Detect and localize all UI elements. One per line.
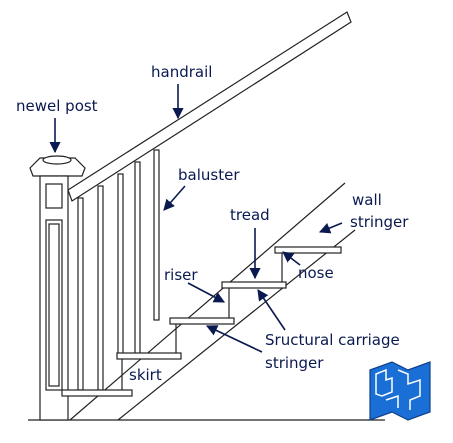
stair-steps (61, 246, 342, 397)
skirt-label: skirt (129, 366, 162, 384)
handrail-label: handrail (151, 63, 213, 81)
carriage-stringer-label-line1: Sructural carriage (265, 331, 400, 349)
tread-label: tread (230, 206, 270, 224)
nose-arrow (282, 251, 301, 266)
wall-stringer-label-line1: wall (352, 191, 382, 209)
handrail-shape (67, 11, 352, 202)
wall-stringer-arrow (318, 222, 343, 234)
balusters (77, 149, 160, 391)
baluster-arrow (163, 185, 186, 211)
newel-post-shape (29, 155, 86, 421)
newel-post-label: newel post (16, 97, 98, 115)
baluster-label: baluster (178, 166, 240, 184)
blueprint-map-icon (369, 361, 431, 421)
carriage-arrow-2 (205, 325, 263, 353)
nose-label: nose (298, 264, 334, 282)
carriage-arrow-1 (257, 289, 286, 331)
wall-stringer-lines (69, 182, 356, 421)
wall-stringer-label-line2: stringer (350, 213, 409, 231)
carriage-stringer-label-line2: stringer (265, 354, 324, 372)
riser-arrow (187, 282, 225, 303)
riser-label: riser (164, 266, 198, 284)
callout-arrows (49, 84, 343, 353)
